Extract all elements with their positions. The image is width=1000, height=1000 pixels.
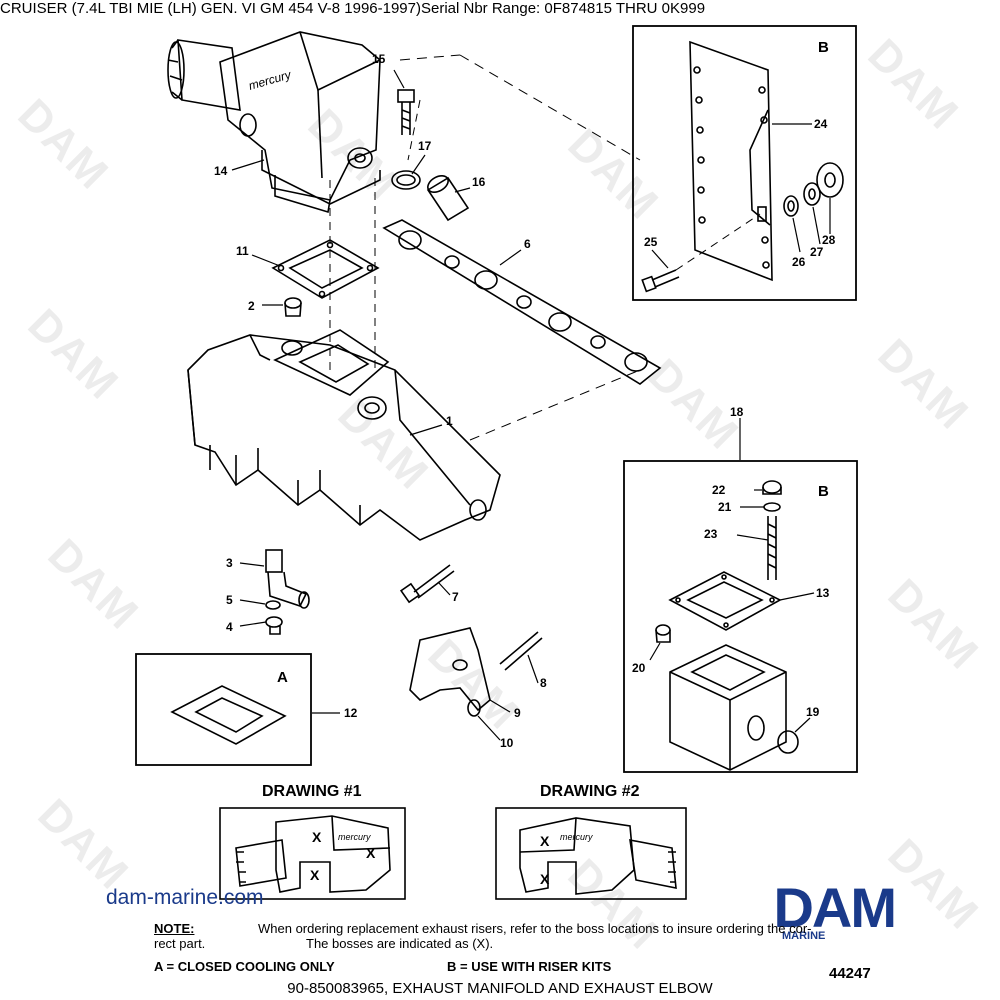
kit-box-b-riser-letter: B (818, 483, 829, 500)
callout-10: 10 (500, 736, 514, 750)
plug-2 (284, 297, 302, 317)
footer-caption: 90-850083965, EXHAUST MANIFOLD AND EXHAU… (287, 980, 713, 997)
figure-number: 44247 (829, 965, 871, 982)
nut-28 (816, 162, 844, 198)
sleeve-16 (426, 175, 470, 222)
note-line-1: When ordering replacement exhaust risers… (258, 921, 812, 936)
drawing-1-title: DRAWING #1 (262, 783, 362, 800)
stud-23 (767, 516, 777, 580)
leader-lines (231, 69, 815, 741)
gasket-11 (271, 239, 380, 299)
callout-7: 7 (452, 590, 459, 604)
svg-text:X: X (312, 829, 322, 845)
clamp-17 (391, 170, 421, 190)
note-line-3: The bosses are indicated as (X). (306, 936, 494, 951)
svg-text:mercury: mercury (338, 832, 371, 842)
callout-21: 21 (718, 500, 732, 514)
callout-9: 9 (514, 706, 521, 720)
washer-27 (803, 182, 821, 206)
bolt-25 (641, 269, 680, 293)
callout-12: 12 (344, 706, 358, 720)
svg-text:mercury: mercury (560, 832, 593, 842)
plug-20 (655, 624, 671, 643)
svg-text:X: X (366, 845, 376, 861)
spacer-26 (783, 195, 799, 217)
callout-15: 15 (372, 52, 386, 66)
note-line-2: rect part. (154, 936, 206, 951)
kit-box-a (135, 653, 312, 766)
callout-11: 11 (236, 244, 249, 258)
site-url[interactable]: dam-marine.com (106, 886, 264, 909)
callout-16: 16 (472, 175, 486, 189)
callout-4: 4 (226, 620, 233, 634)
kit-box-a-letter: A (277, 669, 288, 686)
bracket-9 (409, 627, 491, 712)
gasket-6 (382, 219, 662, 385)
dam-marine-logo: DAM MARINE (720, 876, 897, 943)
callout-1: 1 (446, 414, 453, 428)
legend-b: B = USE WITH RISER KITS (447, 959, 612, 974)
bolt-7 (399, 564, 455, 604)
callout-5: 5 (226, 593, 233, 607)
exhaust-manifold-1 (187, 329, 501, 541)
washer-21 (763, 502, 781, 512)
washer-5 (265, 600, 281, 610)
callout-18: 18 (730, 405, 744, 419)
plug-4 (265, 616, 283, 635)
callout-17: 17 (418, 139, 432, 153)
svg-text:X: X (310, 867, 320, 883)
callout-22: 22 (712, 483, 726, 497)
drawing-1-riser: X X X mercury (219, 807, 406, 900)
logo-text: DAM (773, 876, 897, 939)
kit-box-b-riser (623, 460, 858, 773)
gasket-24 (689, 40, 773, 282)
callout-28: 28 (822, 233, 836, 247)
callout-24: 24 (814, 117, 828, 131)
callout-8: 8 (540, 676, 547, 690)
nut-10 (467, 699, 481, 717)
callout-26: 26 (792, 255, 806, 269)
callout-14: 14 (214, 164, 228, 178)
callout-19: 19 (806, 705, 820, 719)
callout-13: 13 (816, 586, 830, 600)
exhaust-elbow-14: mercury (167, 31, 381, 214)
elbow-fitting-3 (265, 549, 310, 609)
gasket-12 (170, 685, 287, 745)
callout-25: 25 (644, 235, 658, 249)
plug-19 (777, 730, 799, 754)
callout-27: 27 (810, 245, 824, 259)
nut-22 (762, 480, 782, 495)
callout-23: 23 (704, 527, 718, 541)
callout-20: 20 (632, 661, 646, 675)
stud-8 (499, 631, 543, 671)
drawing-2-title: DRAWING #2 (540, 783, 640, 800)
riser-spacer (669, 644, 787, 771)
bolt-15 (397, 89, 415, 135)
kit-box-b-top (632, 25, 857, 301)
gasket-13 (668, 571, 782, 631)
svg-text:X: X (540, 871, 550, 887)
logo-sub: MARINE (782, 930, 826, 942)
callout-3: 3 (226, 556, 233, 570)
kit-box-b-top-letter: B (818, 39, 829, 56)
svg-text:X: X (540, 833, 550, 849)
drawing-2-riser: X X mercury (495, 807, 687, 900)
page-title: CRUISER (7.4L TBI MIE (LH) GEN. VI GM 45… (0, 0, 706, 17)
callout-6: 6 (524, 237, 531, 251)
note-label: NOTE: (154, 921, 195, 936)
svg-text:mercury: mercury (247, 67, 293, 93)
legend-a: A = CLOSED COOLING ONLY (154, 959, 335, 974)
callout-2: 2 (248, 299, 255, 313)
